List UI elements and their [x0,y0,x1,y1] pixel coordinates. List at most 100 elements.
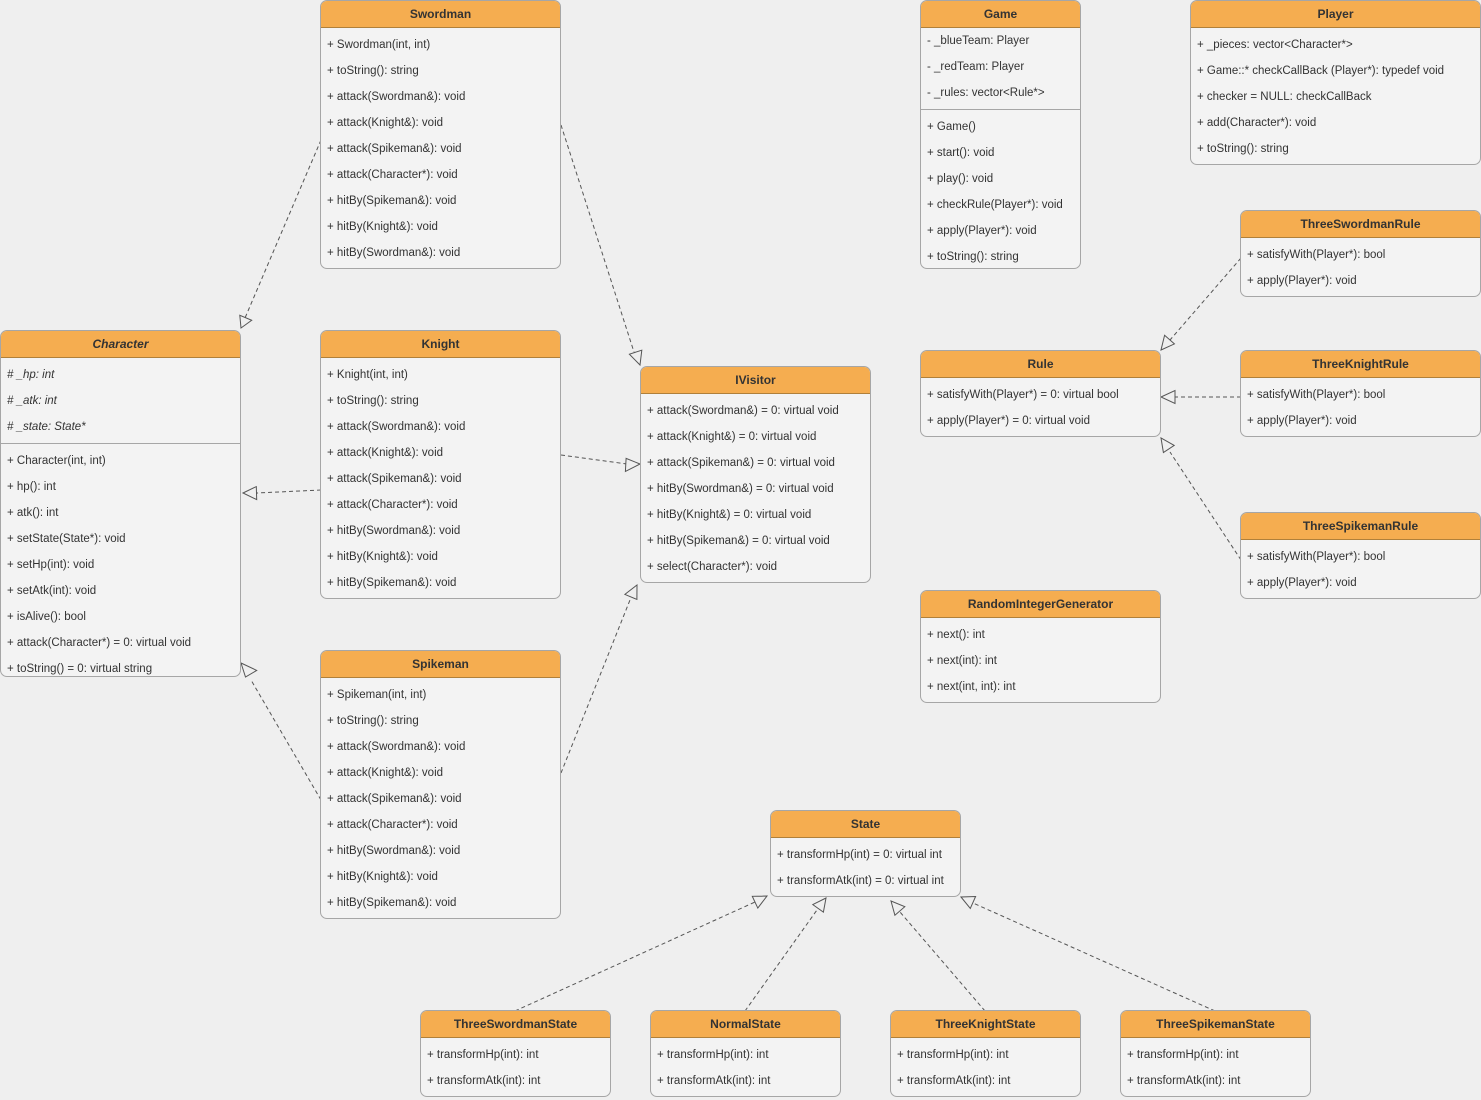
class-member: + transformHp(int): int [427,1049,539,1061]
class-name: State [771,811,960,838]
class-member: + attack(Character*): void [327,819,458,831]
edge-knight-character[interactable] [256,489,322,494]
arrowhead-threeknightrule-rule [1159,389,1176,405]
class-member: + hp(): int [7,481,56,493]
class-normal-state[interactable]: NormalState + transformHp(int): int+ tra… [650,1010,841,1097]
class-member: + satisfyWith(Player*): bool [1247,389,1386,401]
class-attribute: # _state: State* [7,421,86,433]
edge-knight-ivisitor[interactable] [560,454,628,465]
class-state[interactable]: State + transformHp(int) = 0: virtual in… [770,810,961,897]
arrowhead-knight-ivisitor [624,457,642,473]
class-member: + hitBy(Spikeman&): void [327,195,457,207]
arrowhead-threespikemanrule-rule [1160,437,1176,454]
class-three-spikeman-rule[interactable]: ThreeSpikemanRule + satisfyWith(Player*)… [1240,512,1481,599]
edge-spikeman-character[interactable] [250,679,322,801]
class-attribute: - _blueTeam: Player [927,35,1030,47]
class-ivisitor[interactable]: IVisitor + attack(Swordman&) = 0: virtua… [640,366,871,583]
class-member: + setAtk(int): void [7,585,97,597]
class-member: + attack(Swordman&): void [327,421,466,433]
class-member: + attack(Knight&) = 0: virtual void [647,431,817,443]
class-member: + hitBy(Swordman&) = 0: virtual void [647,483,834,495]
class-attribute: - _rules: vector<Rule*> [927,87,1045,99]
class-member: + attack(Character*): void [327,169,458,181]
class-member: + Knight(int, int) [327,369,408,381]
class-member: + transformAtk(int): int [897,1075,1011,1087]
class-member: + transformHp(int): int [1127,1049,1239,1061]
class-name: ThreeSpikemanState [1121,1011,1310,1038]
class-three-swordman-state[interactable]: ThreeSwordmanState + transformHp(int): i… [420,1010,611,1097]
class-member: + satisfyWith(Player*): bool [1247,551,1386,563]
class-member: + attack(Swordman&) = 0: virtual void [647,405,839,417]
edge-threeswordmanstate-state[interactable] [514,901,756,1012]
class-member: + isAlive(): bool [7,611,86,623]
class-random-integer-generator[interactable]: RandomIntegerGenerator + next(): int+ ne… [920,590,1161,703]
class-member: + hitBy(Knight&) = 0: virtual void [647,509,812,521]
class-member: + transformAtk(int): int [657,1075,771,1087]
arrowhead-normalstate-state [811,897,827,913]
class-name: Knight [321,331,560,358]
class-name: Swordman [321,1,560,28]
edge-threeswordmanrule-rule[interactable] [1169,257,1242,341]
class-member: + attack(Spikeman&): void [327,793,462,805]
class-member: + toString(): string [927,251,1019,263]
class-member: + play(): void [927,173,994,185]
class-character[interactable]: Character # _hp: int# _atk: int# _state:… [0,330,241,677]
class-member: + satisfyWith(Player*) = 0: virtual bool [927,389,1119,401]
class-member: + apply(Player*): void [1247,577,1357,589]
class-member: + apply(Player*) = 0: virtual void [927,415,1090,427]
class-member: + Character(int, int) [7,455,106,467]
class-attribute: # _atk: int [7,395,57,407]
class-three-spikeman-state[interactable]: ThreeSpikemanState + transformHp(int): i… [1120,1010,1311,1097]
class-member: + attack(Spikeman&) = 0: virtual void [647,457,835,469]
class-three-swordman-rule[interactable]: ThreeSwordmanRule + satisfyWith(Player*)… [1240,210,1481,297]
edge-swordman-ivisitor[interactable] [560,124,635,353]
arrowhead-threeswordmanrule-rule [1160,334,1176,351]
class-member: + toString() = 0: virtual string [7,663,153,675]
edge-normalstate-state[interactable] [744,909,818,1012]
class-member: + transformHp(int): int [897,1049,1009,1061]
arrowhead-spikeman-character [240,662,258,678]
arrowhead-swordman-character [239,314,253,329]
edge-spikeman-ivisitor[interactable] [560,599,631,774]
class-member: + toString(): string [327,65,419,77]
arrowhead-spikeman-ivisitor [623,583,638,601]
class-member: + Spikeman(int, int) [327,689,427,701]
class-member: + hitBy(Spikeman&) = 0: virtual void [647,535,830,547]
class-member: + attack(Swordman&): void [327,91,466,103]
class-member: + transformAtk(int): int [427,1075,541,1087]
class-rule[interactable]: Rule + satisfyWith(Player*) = 0: virtual… [920,350,1161,437]
class-member: + apply(Player*): void [1247,275,1357,287]
class-name: Spikeman [321,651,560,678]
class-attribute: # _hp: int [7,369,55,381]
class-member: + next(int): int [927,655,997,667]
class-three-knight-state[interactable]: ThreeKnightState + transformHp(int): int… [890,1010,1081,1097]
class-spikeman[interactable]: Spikeman + Spikeman(int, int)+ toString(… [320,650,561,919]
class-member: + hitBy(Spikeman&): void [327,577,457,589]
class-member: + start(): void [927,147,995,159]
edge-threeknightstate-state[interactable] [899,911,986,1012]
class-name: Player [1191,1,1480,28]
class-three-knight-rule[interactable]: ThreeKnightRule + satisfyWith(Player*): … [1240,350,1481,437]
class-knight[interactable]: Knight + Knight(int, int) + toString(): s… [320,330,561,599]
class-member: + _pieces: vector<Character*> [1197,39,1353,51]
class-member: + setHp(int): void [7,559,95,571]
class-member: + toString(): string [327,395,419,407]
class-swordman[interactable]: Swordman + Swordman(int, int) + toString(… [320,0,561,269]
edge-threespikemanstate-state[interactable] [972,902,1216,1012]
class-member: + transformAtk(int) = 0: virtual int [777,875,944,887]
class-member: + hitBy(Knight&): void [327,871,438,883]
class-member: + transformHp(int): int [657,1049,769,1061]
class-member: + apply(Player*): void [1247,415,1357,427]
edge-threespikemanrule-rule[interactable] [1169,451,1242,561]
class-member: + toString(): string [1197,143,1289,155]
class-member: + hitBy(Spikeman&): void [327,897,457,909]
edge-swordman-character[interactable] [244,139,322,319]
class-member: + checkRule(Player*): void [927,199,1063,211]
arrowhead-threespikemanstate-state [959,895,977,910]
class-player[interactable]: Player + _pieces: vector<Character*>+ Ga… [1190,0,1481,165]
class-member: + Swordman(int, int) [327,39,431,51]
class-member: + add(Character*): void [1197,117,1317,129]
class-member: + next(): int [927,629,985,641]
class-game[interactable]: Game - _blueTeam: Player- _redTeam: Play… [920,0,1081,269]
